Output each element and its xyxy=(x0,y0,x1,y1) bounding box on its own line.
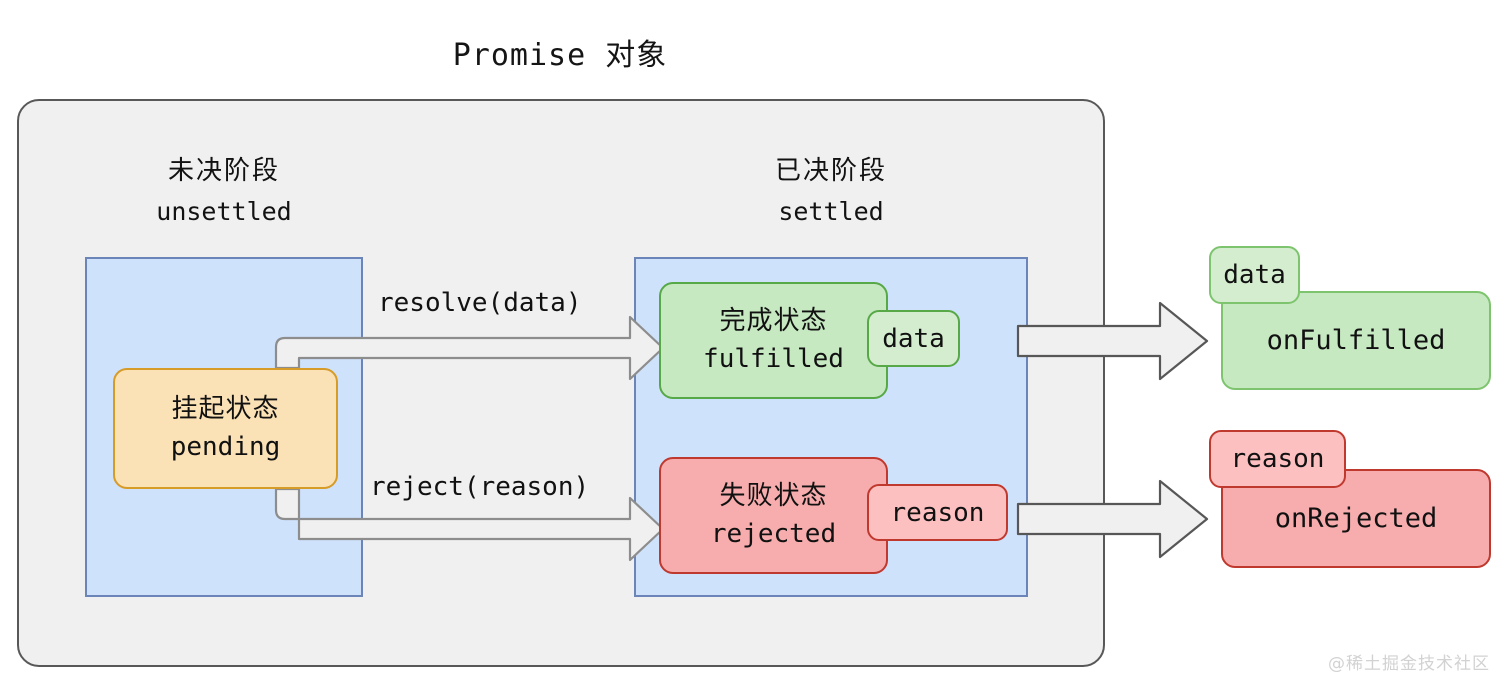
handler-badge-data[interactable]: data xyxy=(1209,246,1300,304)
value-badge-reason[interactable]: reason xyxy=(867,484,1008,541)
transition-label-resolve: resolve(data) xyxy=(378,288,582,318)
watermark: @稀土掘金技术社区 xyxy=(1328,654,1490,674)
state-box-pending[interactable]: 挂起状态 pending xyxy=(113,368,338,489)
state-pending-cn: 挂起状态 xyxy=(171,393,280,424)
state-rejected-en: rejected xyxy=(710,518,837,549)
state-box-rejected[interactable]: 失败状态 rejected xyxy=(659,457,888,574)
state-fulfilled-cn: 完成状态 xyxy=(719,305,828,336)
state-rejected-cn: 失败状态 xyxy=(719,480,828,511)
transition-label-reject: reject(reason) xyxy=(370,472,590,502)
value-badge-data[interactable]: data xyxy=(867,310,960,367)
state-box-fulfilled[interactable]: 完成状态 fulfilled xyxy=(659,282,888,399)
state-pending-en: pending xyxy=(170,431,281,462)
handler-badge-reason[interactable]: reason xyxy=(1209,430,1346,488)
phase-caption-unsettled-cn: 未决阶段 xyxy=(167,156,280,186)
phase-caption-unsettled-en: unsettled xyxy=(156,197,292,227)
page-title: Promise 对象 xyxy=(452,38,668,73)
phase-caption-settled-en: settled xyxy=(778,197,884,227)
phase-caption-settled-cn: 已决阶段 xyxy=(774,156,887,186)
phase-caption-unsettled: 未决阶段 unsettled xyxy=(85,155,363,228)
handler-box-onfulfilled[interactable]: onFulfilled xyxy=(1221,291,1491,390)
handler-box-onrejected[interactable]: onRejected xyxy=(1221,469,1491,568)
phase-caption-settled: 已决阶段 settled xyxy=(634,155,1028,228)
state-fulfilled-en: fulfilled xyxy=(703,343,844,374)
